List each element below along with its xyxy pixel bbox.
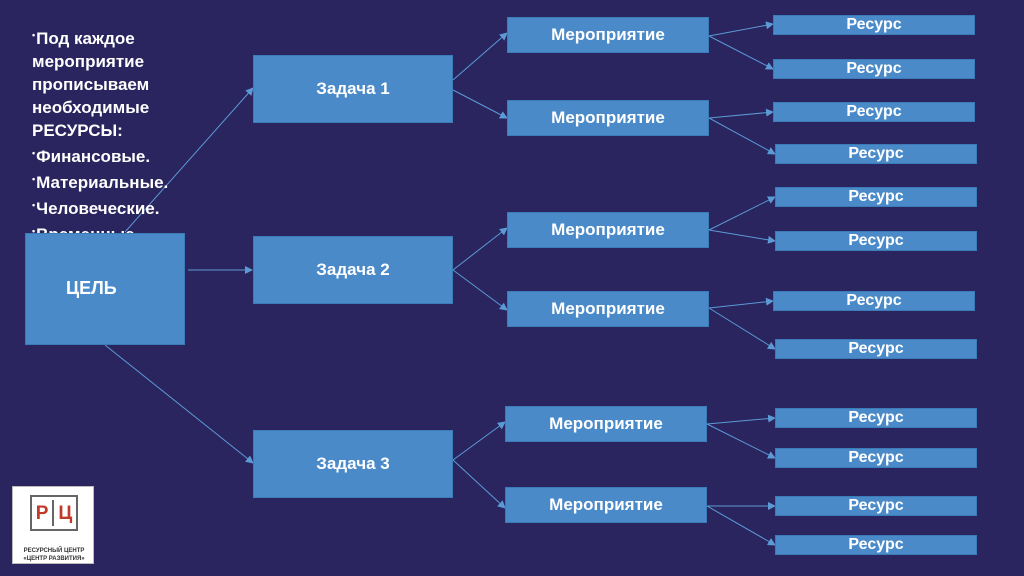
note-line: •Человеческие. [32,199,160,218]
resource-box-3: Ресурс [773,102,975,122]
task-box-2: Задача 2 [253,236,453,304]
resource-box-12: Ресурс [775,535,977,555]
resource-box-2: Ресурс [773,59,975,79]
logo: Р Ц РЕСУРСНЫЙ ЦЕНТР «ЦЕНТР РАЗВИТИЯ» [12,486,94,564]
resource-box-7: Ресурс [773,291,975,311]
connector-arrow [708,229,776,244]
connector-arrow [706,414,776,425]
resource-box-9: Ресурс [775,408,977,428]
bullet-icon: • [32,200,36,210]
event-box-5: Мероприятие [505,406,707,442]
connector-arrow [708,35,774,70]
event-box-1: Мероприятие [507,17,709,53]
connector-arrow [706,423,776,459]
resource-box-4: Ресурс [775,144,977,164]
note-line: РЕСУРСЫ: [32,121,123,140]
connector-arrow [452,32,508,81]
event-box-4: Мероприятие [507,291,709,327]
connector-arrow [708,307,776,350]
connector-arrow [706,505,776,546]
note-line: необходимые [32,98,150,117]
logo-divider [52,500,55,526]
task-box-3: Задача 3 [253,430,453,498]
task-box-1: Задача 1 [253,55,453,123]
resource-box-11: Ресурс [775,496,977,516]
resource-box-8: Ресурс [775,339,977,359]
connector-arrow [104,344,254,464]
resource-notes: •Под каждое мероприятие прописываем необ… [32,24,242,246]
bullet-icon: • [32,226,36,236]
logo-letter: Р [35,502,49,524]
resource-box-1: Ресурс [773,15,975,35]
bullet-icon: • [32,174,36,184]
logo-caption: РЕСУРСНЫЙ ЦЕНТР [23,548,85,554]
note-line: •Финансовые. [32,147,151,166]
connector-arrow [452,459,506,509]
connector-arrow [708,108,774,119]
bullet-icon: • [32,30,36,40]
event-box-3: Мероприятие [507,212,709,248]
resource-box-5: Ресурс [775,187,977,207]
note-line: •Материальные. [32,173,169,192]
connector-arrow [452,269,508,311]
connector-arrow [708,297,774,309]
connector-arrow [452,89,508,119]
connector-arrow [708,21,774,37]
resource-box-6: Ресурс [775,231,977,251]
connector-arrow [708,196,776,231]
bullet-icon: • [32,148,36,158]
goal-box: ЦЕЛЬ [25,233,185,345]
event-box-2: Мероприятие [507,100,709,136]
note-line: прописываем [32,75,150,94]
connector-arrow [452,227,508,271]
connector-arrow [452,421,506,461]
connector-arrow [124,87,254,233]
logo-caption: «ЦЕНТР РАЗВИТИЯ» [23,556,85,562]
logo-mark: Р Ц [30,495,78,531]
logo-letter: Ц [58,502,73,524]
note-line: мероприятие [32,52,145,71]
event-box-6: Мероприятие [505,487,707,523]
connector-arrow [708,117,776,155]
resource-box-10: Ресурс [775,448,977,468]
note-line: •Под каждое [32,29,135,48]
